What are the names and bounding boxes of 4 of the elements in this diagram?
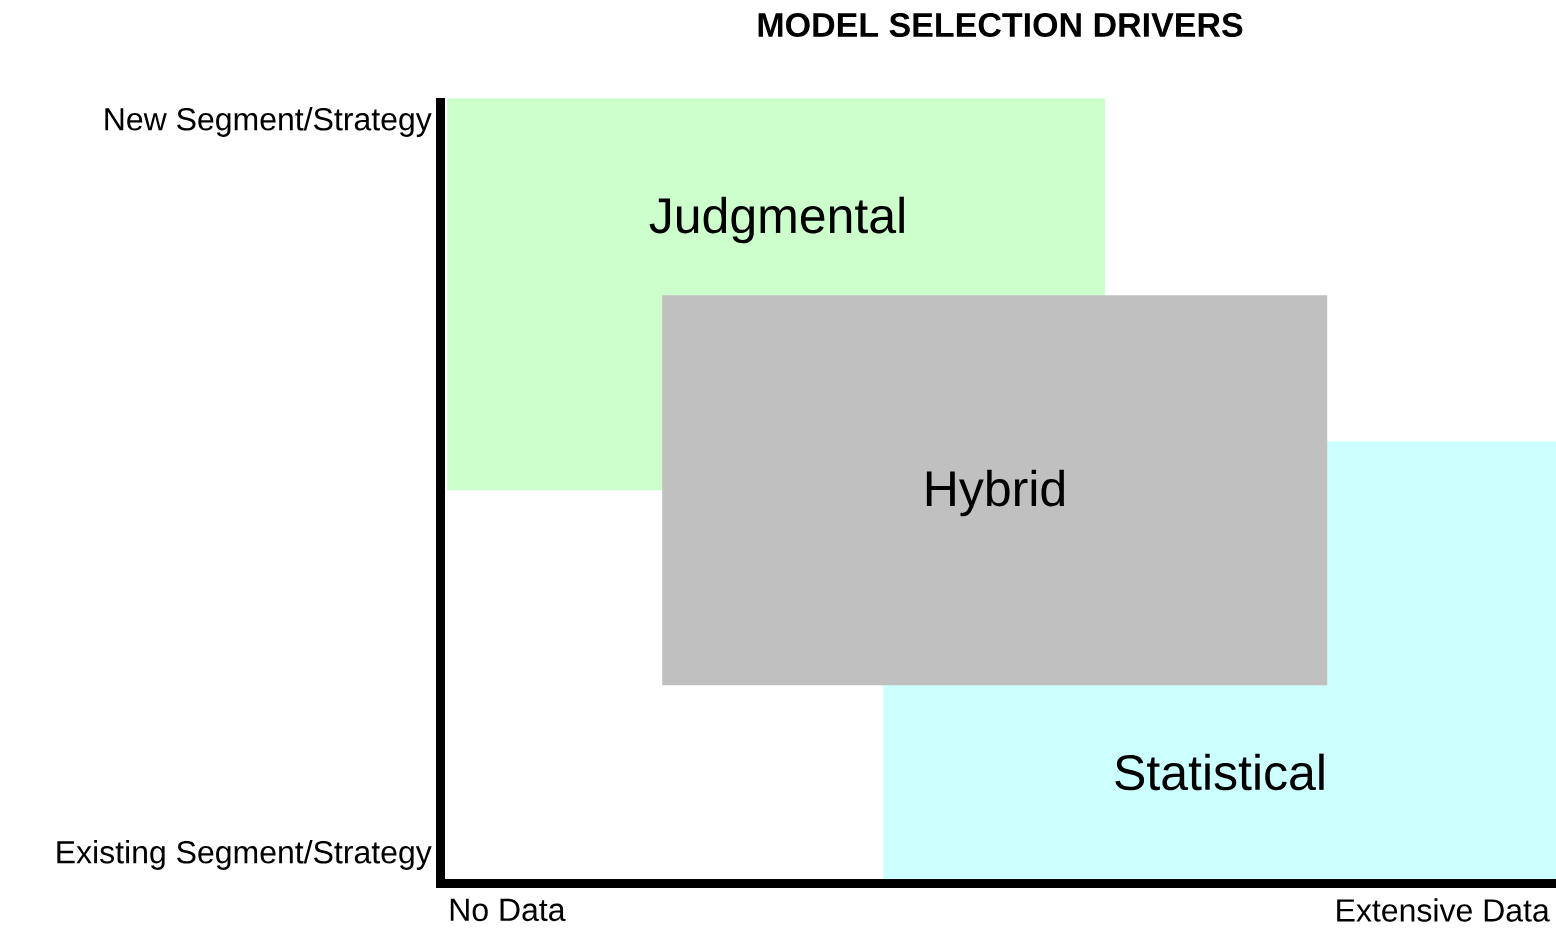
region-box: Hybrid: [662, 295, 1328, 686]
axis-label: No Data: [450, 898, 566, 922]
axis-label: Existing Segment/Strategy: [57, 840, 432, 870]
title: MODEL SELECTION DRIVERS: [758, 12, 1243, 37]
